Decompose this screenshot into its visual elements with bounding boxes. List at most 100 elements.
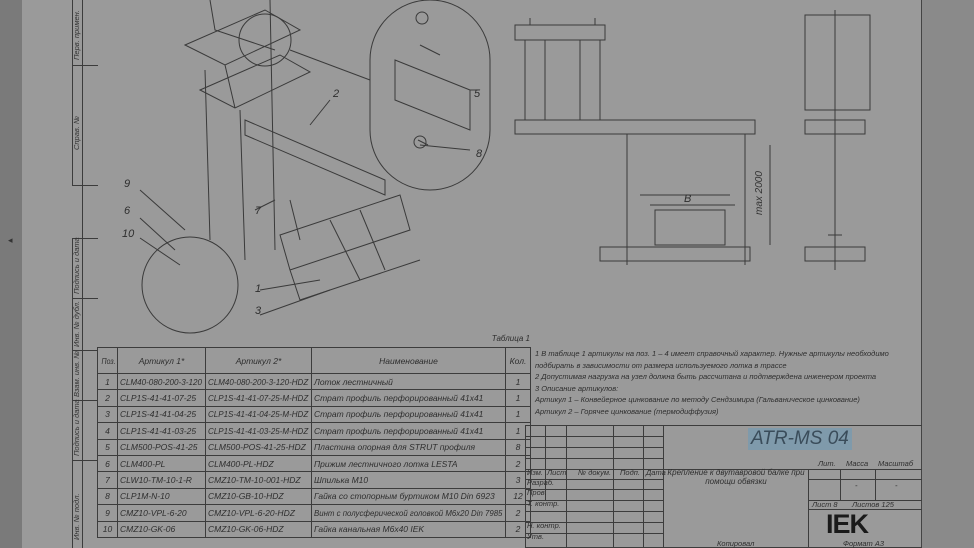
title-block: [525, 425, 922, 548]
detail-circle: [141, 236, 239, 334]
callout-8: 8: [476, 148, 483, 160]
table-cell-text: CMZ10-GK-06: [120, 524, 176, 535]
drawing-title: Крепление к двутавровой балке при помощи…: [667, 468, 805, 486]
note-text: 2 Допустимая нагрузка на узел должна быт…: [535, 372, 877, 381]
table-cell: CLM400-PL: [117, 454, 206, 473]
document-code[interactable]: ATR-MS 04: [748, 428, 852, 450]
table-cell: 1: [97, 372, 118, 391]
role: Утв.: [527, 532, 545, 541]
table-cell-text: 3: [105, 409, 110, 420]
table-cell-text: Пластина опорная для STRUT профиля: [314, 442, 476, 453]
table-cell: Страт профиль перфорированный 41х41: [311, 422, 506, 440]
scale-value: -: [895, 481, 898, 490]
note-text: Артикул 1 – Конвейерное цинкование по ме…: [535, 395, 860, 404]
table-cell: 4: [97, 422, 118, 440]
table-cell-text: 5: [105, 442, 110, 453]
table-cell: CLM40-080-200-3-120-HDZ: [205, 372, 312, 391]
column-header-text: Кол.: [509, 355, 527, 366]
table-cell-text: CLP1S-41-41-04-25: [120, 409, 197, 420]
column-header: Кол.: [505, 347, 531, 374]
sheet-number: Лист 8: [812, 500, 838, 509]
callout-2: 2: [333, 88, 340, 100]
iek-logo: IEK: [826, 509, 869, 539]
table-cell-text: CLM500-POS-41-25-HDZ: [208, 442, 306, 453]
col-sign: Подп.: [620, 468, 640, 477]
table-cell-text: 2: [515, 507, 521, 518]
table-cell-text: CLM40-080-200-3-120: [120, 376, 202, 387]
table-cell-text: Шпилька М10: [314, 475, 369, 486]
table-cell-text: CMZ10-TM-10-001-HDZ: [208, 475, 301, 486]
table-cell-text: CMZ10-VPL-6-20: [120, 507, 187, 518]
table-cell: CMZ10-GK-06: [117, 520, 206, 538]
table-cell: Прижим лестничного лотка LESTA: [311, 454, 506, 473]
table-cell-text: CLM400-PL: [120, 458, 166, 469]
sheet-count: Листов 125: [852, 500, 894, 509]
scale-label: Масштаб: [878, 459, 914, 468]
table-cell: CMZ10-VPL-6-20: [117, 504, 206, 522]
table-cell: CLP1S-41-41-07-25: [117, 389, 206, 407]
margin-stamp: Перв. примен. Справ. № Подпись и дата Ин…: [72, 0, 98, 548]
col-doc: № докум.: [578, 468, 612, 477]
front-view: [514, 18, 771, 265]
callout-7: 7: [255, 205, 262, 217]
table-cell: 2: [97, 389, 118, 407]
table-cell-text: CLM400-PL-HDZ: [208, 458, 274, 469]
table-cell-text: CLP1S-41-41-03-25-M-HDZ: [208, 425, 309, 436]
table-cell: Лоток лестничный: [311, 372, 506, 391]
table-cell: 6: [97, 454, 118, 473]
table-cell: CLP1S-41-41-04-25-M-HDZ: [205, 405, 312, 424]
table-cell-text: Страт профиль перфорированный 41х41: [314, 393, 484, 404]
detail-circle: [238, 13, 292, 67]
table-cell: Гайка со стопорным буртиком М10 Din 6923: [311, 487, 506, 506]
column-header-text: Поз.: [101, 355, 116, 366]
table-cell: 9: [97, 504, 118, 522]
callout-9: 9: [124, 178, 131, 190]
table-cell-text: 8: [515, 442, 521, 453]
callout-10: 10: [122, 228, 135, 240]
note-text: Артикул 2 – Горячее цинкование (термодиф…: [535, 406, 719, 416]
table-cell-text: 1: [515, 376, 521, 387]
table-cell: 1: [505, 372, 531, 391]
table-row: 3 CLP1S-41-41-04-25 CLP1S-41-41-04-25-M-HD…: [97, 405, 531, 424]
table-cell: 2: [505, 520, 531, 538]
column-header: Наименование: [311, 347, 506, 374]
table-cell-text: 1: [515, 425, 521, 436]
role: Т. контр.: [527, 499, 560, 508]
table-cell: CLM500-POS-41-25-HDZ: [205, 438, 312, 456]
table-cell: CLP1S-41-41-07-25-M-HDZ: [205, 389, 312, 407]
col-izm: Изм.: [527, 468, 543, 477]
notes: 1 В таблице 1 артикулы на поз. 1 – 4 име…: [535, 348, 917, 417]
table-cell-text: CLW10-TM-10-1-R: [120, 475, 192, 486]
table-cell-text: 2: [515, 458, 521, 469]
table-cell-text: CLP1S-41-41-07-25: [120, 393, 197, 404]
table-cell-text: 10: [102, 524, 113, 535]
note-line: 3 Описание артикулов:: [535, 383, 917, 395]
table-cell-text: 2: [515, 524, 521, 535]
col-date: Дата: [646, 468, 666, 477]
table-cell: Шпилька М10: [311, 471, 506, 489]
mass-label: Масса: [846, 459, 869, 468]
table-cell-text: CLP1S-41-41-04-25-M-HDZ: [208, 409, 309, 420]
table-cell: Страт профиль перфорированный 41х41: [311, 405, 506, 424]
table-cell: CMZ10-VPL-6-20-HDZ: [205, 504, 312, 522]
role: Разраб.: [527, 478, 555, 487]
collapse-arrow-icon[interactable]: ◂: [8, 235, 13, 245]
callout-3: 3: [255, 305, 262, 317]
note-text: 3 Описание артикулов:: [535, 383, 619, 393]
viewer-left-panel: ◂: [0, 0, 22, 548]
table-cell-text: Гайка канальная М6х40 IEK: [314, 524, 425, 535]
table-cell-text: Винт с полусферической головкой М6х20 Di…: [314, 507, 503, 518]
note-text: подбирать в зависимости от размера испол…: [535, 360, 787, 370]
table-cell-text: 9: [105, 507, 110, 518]
table-cell-text: CLP1S-41-41-07-25-M-HDZ: [208, 393, 309, 404]
table-cell: Гайка канальная М6х40 IEK: [311, 520, 506, 538]
table-cell-text: 1: [515, 409, 521, 420]
table-cell-text: 8: [105, 491, 110, 502]
table-cell-text: CLP1M-N-10: [120, 491, 170, 502]
format-label: Формат А3: [843, 539, 885, 548]
table-cell: 10: [97, 520, 118, 538]
table-cell: Пластина опорная для STRUT профиля: [311, 438, 506, 456]
